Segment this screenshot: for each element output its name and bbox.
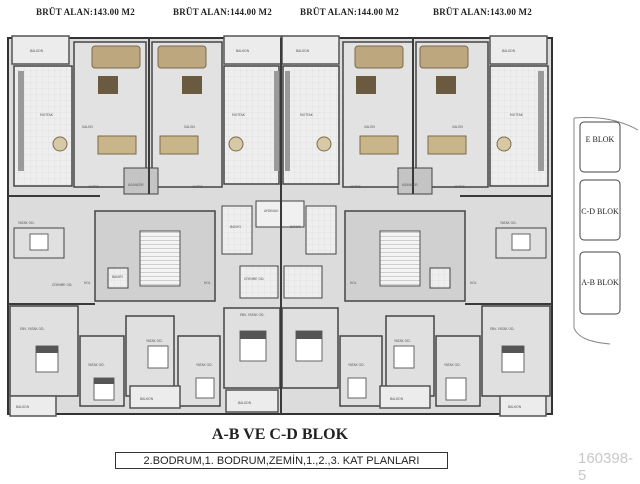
svg-text:BALKON: BALKON bbox=[238, 401, 252, 405]
svg-text:BALKON: BALKON bbox=[16, 405, 30, 409]
svg-text:GİYİNME OD.: GİYİNME OD. bbox=[244, 276, 264, 281]
svg-text:ANTRE: ANTRE bbox=[454, 185, 465, 189]
svg-text:YATAK OD.: YATAK OD. bbox=[146, 339, 163, 343]
svg-text:YATAK OD.: YATAK OD. bbox=[88, 363, 105, 367]
svg-text:SALON: SALON bbox=[452, 125, 463, 129]
unit-area-2: BRÜT ALAN:144.00 M2 bbox=[173, 7, 272, 17]
svg-text:HOL: HOL bbox=[350, 281, 357, 285]
unit-area-4: BRÜT ALAN:143.00 M2 bbox=[433, 7, 532, 17]
svg-text:YATAK OD.: YATAK OD. bbox=[394, 339, 411, 343]
reference-number: 160398-5 bbox=[578, 450, 634, 484]
svg-text:ANTRE: ANTRE bbox=[350, 185, 361, 189]
svg-text:HOL: HOL bbox=[470, 281, 477, 285]
bottom-balconies bbox=[9, 385, 547, 417]
svg-text:BANYO: BANYO bbox=[230, 225, 242, 229]
svg-text:MUTFAK: MUTFAK bbox=[40, 113, 54, 117]
unit-1-living bbox=[13, 41, 147, 188]
svg-text:ASANSÖR: ASANSÖR bbox=[402, 182, 418, 187]
svg-text:BALKON: BALKON bbox=[502, 49, 516, 53]
svg-text:BALKON: BALKON bbox=[30, 49, 44, 53]
svg-text:SALON: SALON bbox=[364, 125, 375, 129]
svg-text:AYDINLIK: AYDINLIK bbox=[264, 209, 279, 213]
room-labels: BALKON BALKON BALKON BALKON SALON SALON … bbox=[16, 49, 524, 409]
svg-text:BALKON: BALKON bbox=[390, 397, 404, 401]
svg-text:EBV. YATAK OD.: EBV. YATAK OD. bbox=[20, 327, 45, 331]
svg-text:BALKON: BALKON bbox=[296, 49, 310, 53]
unit-4-living bbox=[415, 41, 549, 188]
svg-text:YATAK OD.: YATAK OD. bbox=[444, 363, 461, 367]
svg-text:BALKON: BALKON bbox=[236, 49, 250, 53]
svg-text:ANTRE: ANTRE bbox=[192, 185, 203, 189]
unit-2-living bbox=[151, 41, 280, 188]
svg-text:GİYİNME OD.: GİYİNME OD. bbox=[52, 282, 72, 287]
plan-subtitle: 2.BODRUM,1. BODRUM,ZEMİN,1.,2.,3. KAT PL… bbox=[115, 452, 448, 469]
svg-text:YATAK OD.: YATAK OD. bbox=[18, 221, 35, 225]
walls bbox=[8, 38, 552, 414]
block-cd-label: C-D BLOK bbox=[581, 207, 619, 216]
unit-area-1: BRÜT ALAN:143.00 M2 bbox=[36, 7, 135, 17]
building-core bbox=[94, 167, 466, 302]
svg-text:HOL: HOL bbox=[84, 281, 91, 285]
unit-area-3: BRÜT ALAN:144.00 M2 bbox=[300, 7, 399, 17]
svg-text:MUTFAK: MUTFAK bbox=[300, 113, 314, 117]
block-e-label: E BLOK bbox=[585, 135, 615, 144]
svg-text:ASANSÖR: ASANSÖR bbox=[128, 182, 144, 187]
svg-text:HOL: HOL bbox=[204, 281, 211, 285]
svg-text:YATAK OD.: YATAK OD. bbox=[196, 363, 213, 367]
floor-plan: BALKON BALKON BALKON BALKON SALON SALON … bbox=[7, 35, 553, 417]
svg-text:SALON: SALON bbox=[184, 125, 195, 129]
svg-text:MUTFAK: MUTFAK bbox=[232, 113, 246, 117]
svg-text:YATAK OD.: YATAK OD. bbox=[500, 221, 517, 225]
svg-text:BALKON: BALKON bbox=[140, 397, 154, 401]
svg-text:EBV. YATAK OD.: EBV. YATAK OD. bbox=[490, 327, 515, 331]
svg-text:BALKON: BALKON bbox=[508, 405, 522, 409]
plan-title: A-B VE C-D BLOK bbox=[211, 426, 349, 443]
svg-text:ANTRE: ANTRE bbox=[88, 185, 99, 189]
svg-text:EBV. YATAK OD.: EBV. YATAK OD. bbox=[240, 313, 265, 317]
svg-text:BANYO: BANYO bbox=[112, 275, 124, 279]
top-balconies bbox=[11, 35, 548, 65]
svg-text:BANYO: BANYO bbox=[290, 225, 302, 229]
unit-3-living bbox=[282, 41, 414, 188]
block-key-map bbox=[573, 117, 639, 345]
svg-text:YATAK OD.: YATAK OD. bbox=[348, 363, 365, 367]
svg-text:MUTFAK: MUTFAK bbox=[510, 113, 524, 117]
block-ab-label: A-B BLOK bbox=[581, 278, 619, 287]
svg-text:SALON: SALON bbox=[82, 125, 93, 129]
